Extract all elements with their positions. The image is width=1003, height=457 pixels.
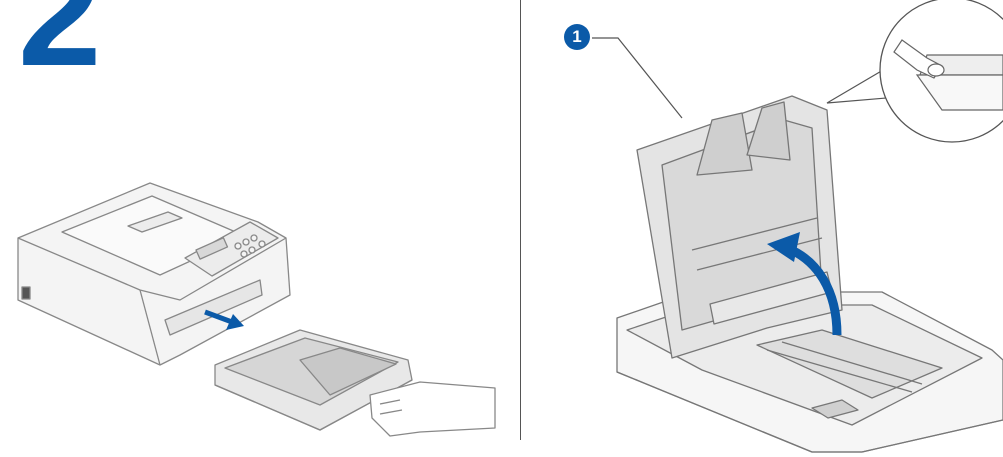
illustration-open-cover [522, 0, 1003, 457]
panel-divider [520, 0, 521, 440]
printer-illustration [17, 182, 496, 437]
step-number: 2 [18, 0, 102, 97]
callout-number-badge: 1 [564, 24, 590, 50]
illustration-remove-tray [17, 182, 496, 437]
tray-cover-illustration [592, 0, 1003, 453]
